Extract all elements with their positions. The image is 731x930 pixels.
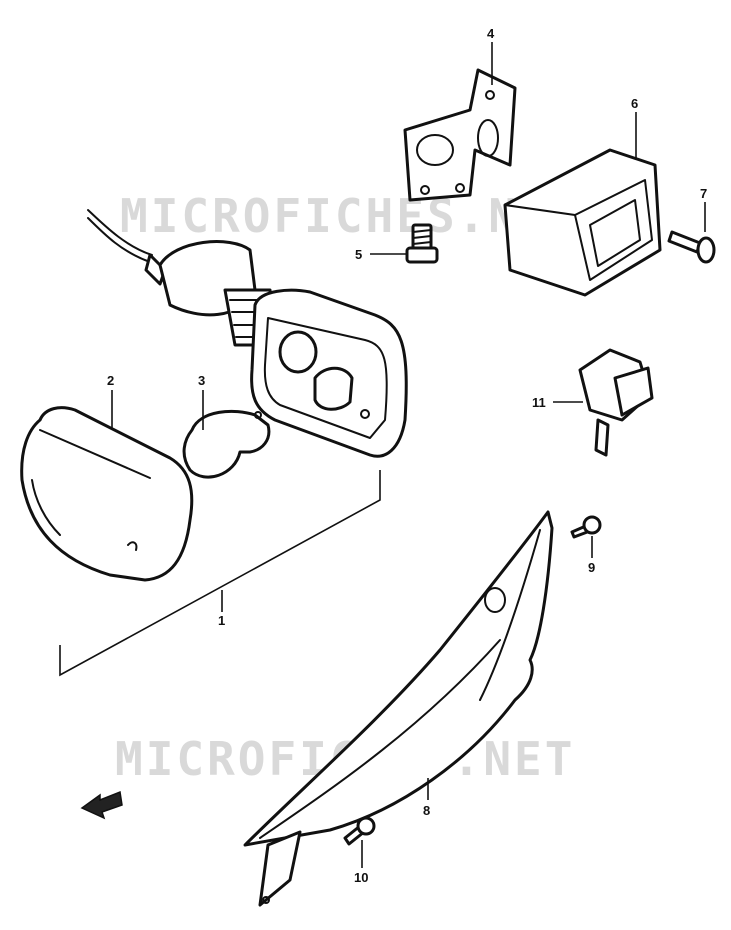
callout-5: 5: [355, 247, 362, 262]
screw-7: [667, 230, 716, 264]
screw-10: [343, 816, 376, 846]
leader-lines: [59, 42, 706, 868]
turn-signal-housing: [87, 209, 408, 458]
screw-9: [570, 515, 602, 539]
bulb: [182, 409, 271, 479]
callout-9: 9: [588, 560, 595, 575]
callout-7: 7: [700, 186, 707, 201]
front-arrow-icon: [80, 790, 123, 820]
callout-3: 3: [198, 373, 205, 388]
turn-signal-lens: [20, 406, 194, 582]
callout-4: 4: [487, 26, 495, 41]
callout-1: 1: [218, 613, 225, 628]
callouts: 1 2 3 4 5 6 7 8 9 10 11: [107, 26, 707, 885]
callout-11: 11: [532, 395, 546, 410]
relay: [578, 348, 654, 457]
screw-5: [405, 223, 439, 264]
callout-8: 8: [423, 803, 430, 818]
bracket: [403, 68, 517, 202]
side-panel: [243, 510, 554, 907]
callout-6: 6: [631, 96, 638, 111]
callout-2: 2: [107, 373, 114, 388]
cover: [503, 148, 662, 297]
callout-10: 10: [354, 870, 368, 885]
watermark-top: MICROFICHES.NET: [120, 189, 580, 243]
